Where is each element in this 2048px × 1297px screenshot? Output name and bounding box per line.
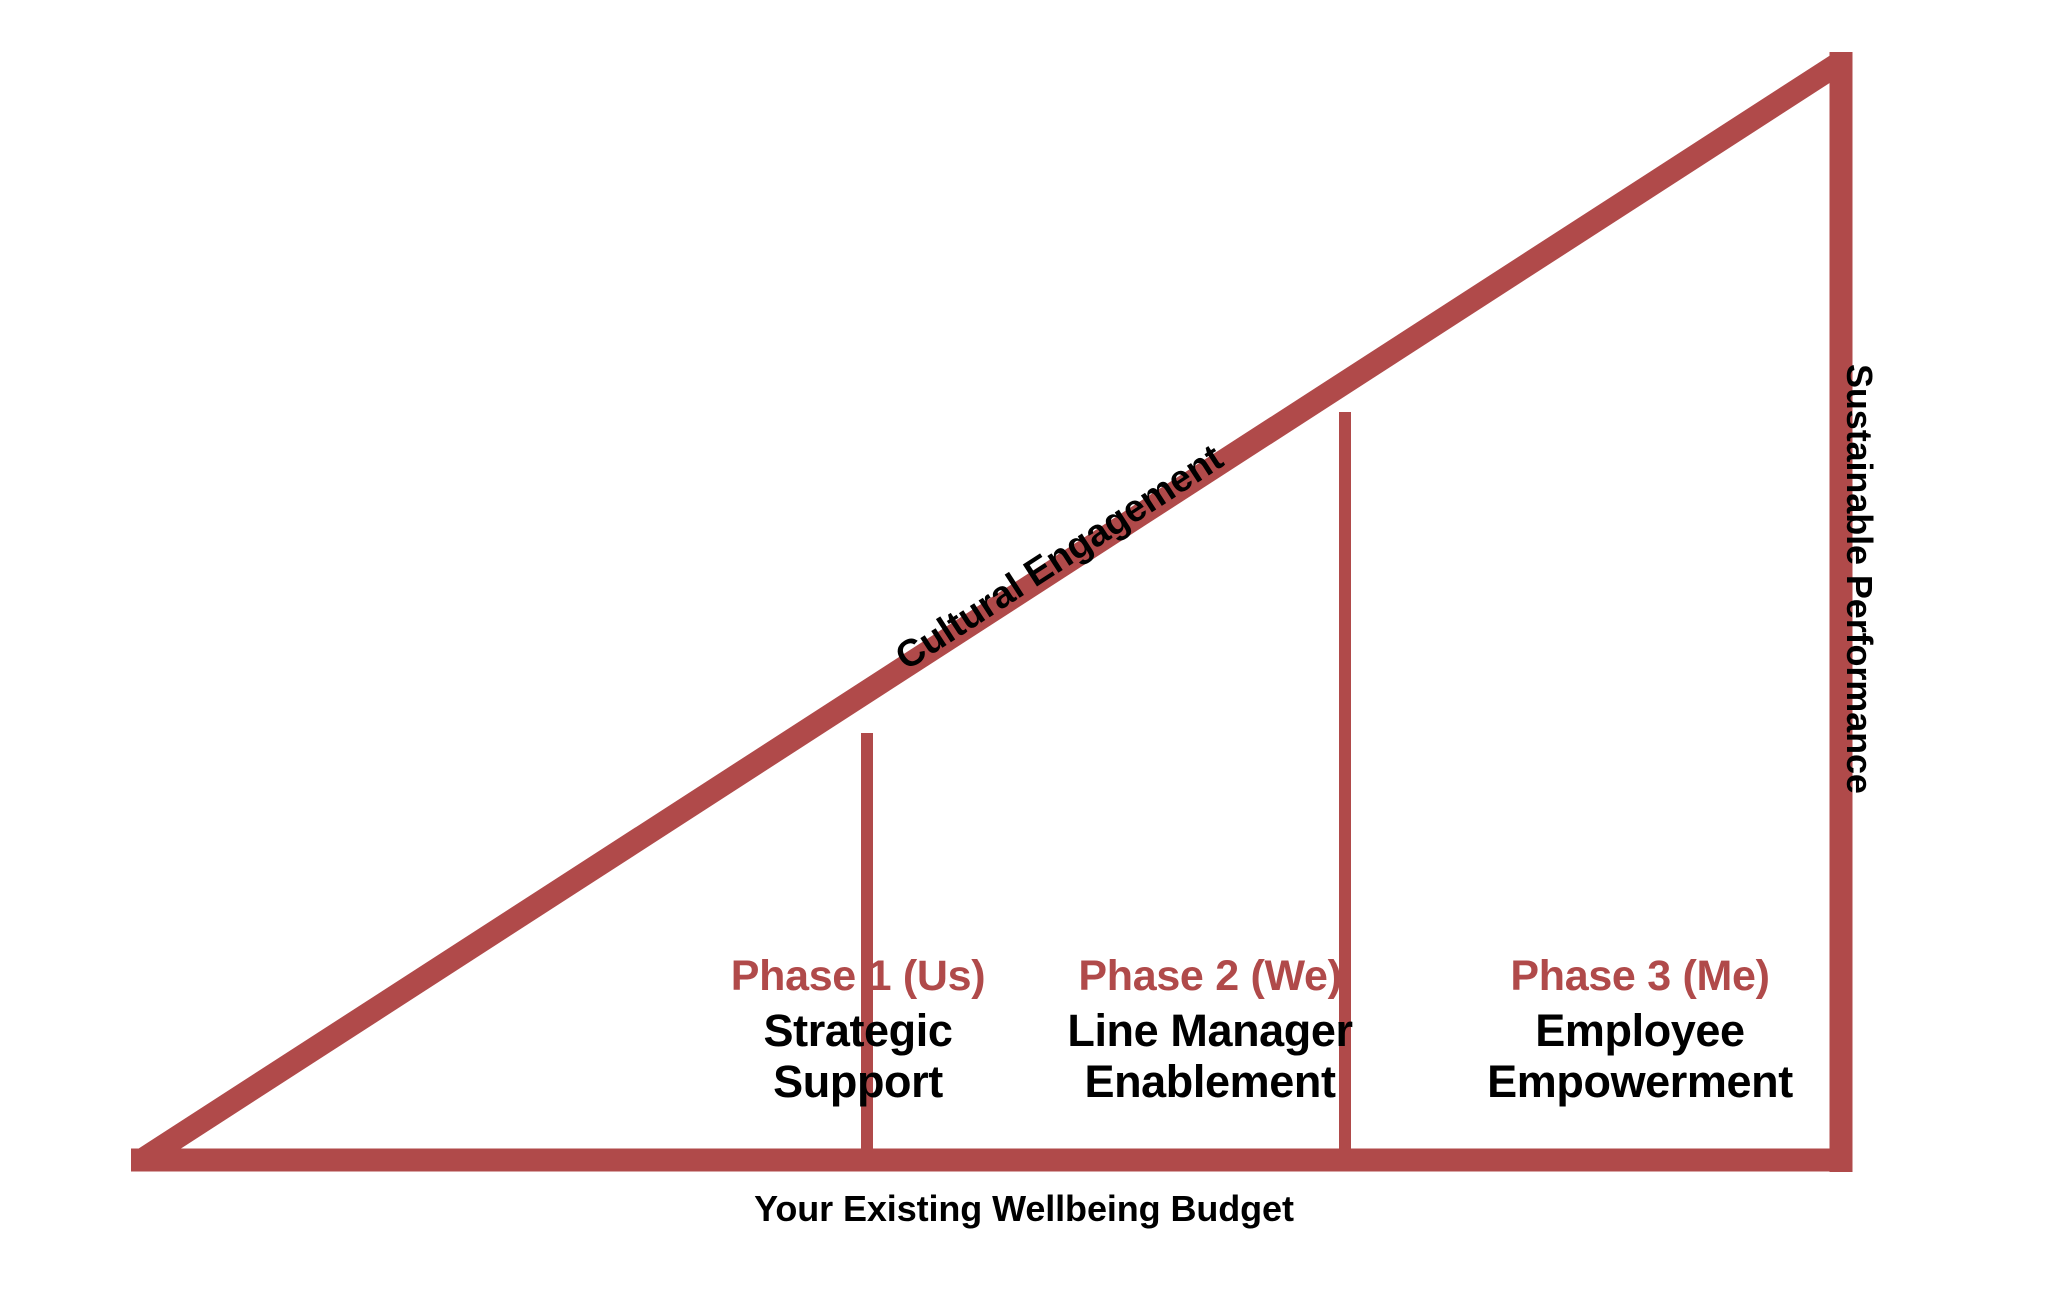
phase-block-2: Phase 2 (We) Line Manager Enablement [1000, 952, 1420, 1108]
phase-2-line1: Line Manager [1067, 1005, 1353, 1057]
phase-block-1: Phase 1 (Us) Strategic Support [668, 952, 1048, 1108]
phase-3-line1: Employee [1535, 1005, 1745, 1057]
phase-3-title: Phase 3 (Me) [1510, 952, 1770, 1000]
baseline-axis-label: Your Existing Wellbeing Budget [754, 1188, 1294, 1229]
phase-2-description: Line Manager Enablement [1000, 1005, 1420, 1108]
phase-2-title: Phase 2 (We) [1078, 952, 1342, 1000]
phase-1-line1: Strategic [763, 1005, 953, 1057]
phase-2-line2: Enablement [1084, 1056, 1336, 1108]
hypotenuse-line [135, 52, 1848, 1170]
phase-block-3: Phase 3 (Me) Employee Empowerment [1430, 952, 1850, 1108]
phase-1-description: Strategic Support [668, 1005, 1048, 1108]
phase-3-line2: Empowerment [1487, 1056, 1793, 1108]
phase-1-title: Phase 1 (Us) [730, 952, 986, 1000]
phase-3-description: Employee Empowerment [1430, 1005, 1850, 1108]
phase-1-line2: Support [773, 1056, 943, 1108]
right-axis-label: Sustainable Performance [1839, 364, 1880, 794]
